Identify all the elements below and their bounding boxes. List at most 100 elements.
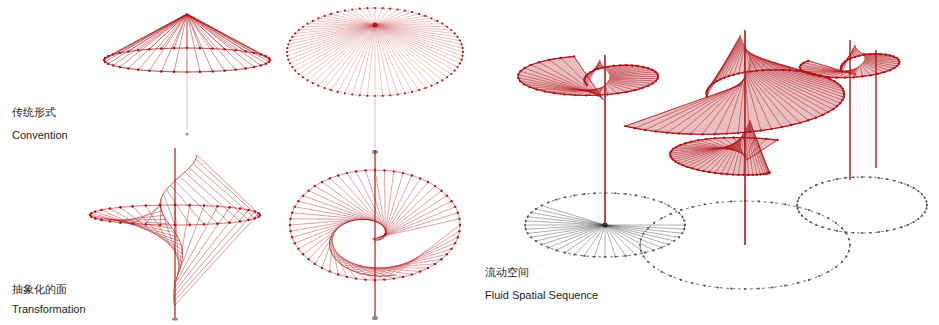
node-dot [641, 87, 643, 89]
node-dot [661, 217, 663, 219]
rib-line [720, 43, 743, 80]
node-dot [661, 271, 663, 273]
rib-line [717, 42, 743, 81]
node-dot [828, 228, 830, 230]
node-dot [657, 75, 659, 77]
node-dot [404, 10, 406, 12]
rib-line [291, 218, 365, 220]
node-dot [769, 171, 771, 173]
ground-rib [525, 225, 605, 226]
node-dot [679, 144, 681, 146]
node-dot [828, 180, 830, 182]
node-dot [593, 256, 595, 258]
node-dot [211, 70, 214, 73]
ground-rib [531, 213, 605, 225]
ground-rib [605, 225, 679, 237]
fluid-canopy [517, 30, 901, 245]
node-dot [672, 148, 674, 150]
node-dot [642, 255, 644, 257]
rib-line [586, 61, 600, 84]
rib-line [174, 213, 258, 305]
node-dot [669, 154, 671, 156]
node-dot [418, 89, 420, 91]
node-dot [461, 43, 463, 45]
umbrella-pole [375, 96, 376, 148]
node-dot [784, 285, 786, 287]
node-dot [312, 20, 314, 22]
node-dot [716, 80, 718, 82]
node-dot [644, 196, 646, 198]
node-dot [843, 61, 845, 63]
rib-line [709, 39, 741, 87]
node-dot [461, 59, 463, 61]
node-dot [762, 173, 764, 175]
rib-line [375, 25, 458, 67]
rib-line [376, 196, 447, 240]
node-dot [749, 70, 751, 72]
node-dot [148, 48, 151, 51]
node-dot [430, 85, 432, 87]
node-dot [893, 180, 895, 182]
ground-rib [565, 225, 605, 253]
node-dot [653, 199, 655, 201]
node-dot [574, 94, 576, 96]
column-pole [875, 50, 876, 168]
rib-line [187, 14, 213, 49]
node-dot [883, 71, 885, 73]
ground-rib [605, 225, 606, 257]
node-dot [312, 82, 314, 84]
node-dot [672, 158, 674, 160]
rib-line [149, 14, 187, 49]
rib-line [708, 38, 741, 88]
rib-line [309, 226, 341, 260]
node-dot [900, 226, 902, 228]
node-dot [639, 244, 641, 246]
rib-line [105, 14, 187, 58]
node-dot [720, 172, 722, 174]
node-dot [869, 232, 871, 234]
node-dot [374, 7, 376, 9]
umbrella-pole [174, 148, 175, 318]
rib-line [356, 259, 441, 272]
node-dot [459, 40, 461, 42]
node-dot [411, 91, 413, 93]
rib-line [375, 170, 386, 234]
node-dot [647, 227, 649, 229]
node-dot [714, 172, 716, 174]
node-dot [821, 114, 823, 116]
node-dot [907, 224, 909, 226]
rib-line [338, 175, 385, 228]
node-dot [844, 76, 846, 78]
node-dot [436, 20, 438, 22]
node-dot [877, 73, 879, 75]
node-dot [119, 66, 122, 69]
node-dot [656, 73, 658, 75]
node-dot [441, 23, 443, 25]
node-dot [287, 59, 289, 61]
rib-line [367, 8, 375, 25]
node-dot [844, 177, 846, 179]
node-dot [800, 64, 802, 66]
node-dot [758, 200, 760, 202]
node-dot [815, 184, 817, 186]
node-dot [337, 11, 339, 13]
node-dot [680, 209, 682, 211]
rib-line [345, 11, 375, 25]
node-dot [642, 233, 644, 235]
rib-line [313, 21, 375, 25]
node-dot [771, 201, 773, 203]
rib-line [138, 14, 187, 70]
node-dot [640, 250, 642, 252]
rib-line [325, 16, 375, 25]
node-dot [878, 231, 880, 233]
rib-line [748, 71, 809, 120]
node-dot [127, 50, 130, 53]
node-dot [359, 94, 361, 96]
node-dot [886, 178, 888, 180]
node-dot [926, 204, 928, 206]
node-dot [555, 249, 557, 251]
node-dot [404, 92, 406, 94]
rib-line [375, 25, 383, 96]
node-dot [798, 211, 800, 213]
rib-line [588, 65, 602, 74]
